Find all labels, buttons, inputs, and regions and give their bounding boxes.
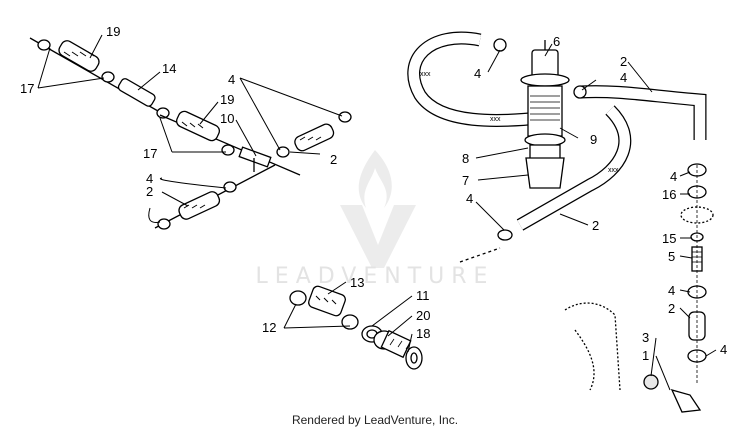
callout-16: 16 xyxy=(662,187,676,202)
callout-18: 18 xyxy=(416,326,430,341)
callout-2-left-bottom: 2 xyxy=(146,184,153,199)
callout-10: 10 xyxy=(220,111,234,126)
callout-numbers: 19 17 14 4 19 10 17 4 2 2 6 4 2 4 9 8 7 … xyxy=(20,24,727,363)
right-leader-lines xyxy=(475,43,717,391)
callout-4-right-top: 4 xyxy=(620,70,627,85)
callout-2-left-middle: 2 xyxy=(330,152,337,167)
callout-11: 11 xyxy=(416,288,430,303)
callout-6: 6 xyxy=(553,34,560,49)
leadventure-flame-logo-icon xyxy=(340,150,416,268)
callout-4-column-middle: 4 xyxy=(668,283,675,298)
callout-19-upper: 19 xyxy=(106,24,120,39)
callout-8: 8 xyxy=(462,151,469,166)
left-fuel-line-assembly xyxy=(29,37,352,230)
callout-4-right-middle: 4 xyxy=(466,191,473,206)
callout-5: 5 xyxy=(668,249,675,264)
callout-17-lower: 17 xyxy=(143,146,157,161)
callout-9: 9 xyxy=(590,132,597,147)
callout-4-column-top: 4 xyxy=(670,169,677,184)
callout-2-right-middle: 2 xyxy=(592,218,599,233)
callout-15: 15 xyxy=(662,231,676,246)
callout-4-left-top: 4 xyxy=(228,72,235,87)
callout-2-right-top: 2 xyxy=(620,54,627,69)
right-fuel-line-assembly: xxx xxx xxx xyxy=(407,31,714,413)
callout-4-right-top-left: 4 xyxy=(474,66,481,81)
callout-4-column-bottom: 4 xyxy=(720,342,727,357)
left-leader-lines xyxy=(37,34,343,223)
callout-4-left-bottom: 4 xyxy=(146,171,153,186)
bottom-leader-lines xyxy=(283,281,413,353)
callout-1: 1 xyxy=(642,348,649,363)
svg-text:xxx: xxx xyxy=(490,116,501,123)
callout-14: 14 xyxy=(162,61,176,76)
callout-20: 20 xyxy=(416,308,430,323)
callout-13: 13 xyxy=(350,275,364,290)
render-credit: Rendered by LeadVenture, Inc. xyxy=(291,413,459,427)
callout-3: 3 xyxy=(642,330,649,345)
svg-text:xxx: xxx xyxy=(420,71,431,78)
callout-2-column: 2 xyxy=(668,301,675,316)
callout-17-upper: 17 xyxy=(20,81,34,96)
callout-19-lower: 19 xyxy=(220,92,234,107)
callout-7: 7 xyxy=(462,173,469,188)
svg-text:xxx: xxx xyxy=(608,167,619,174)
watermark-brand: LEADVENTURE xyxy=(256,264,495,289)
callout-12: 12 xyxy=(262,320,276,335)
